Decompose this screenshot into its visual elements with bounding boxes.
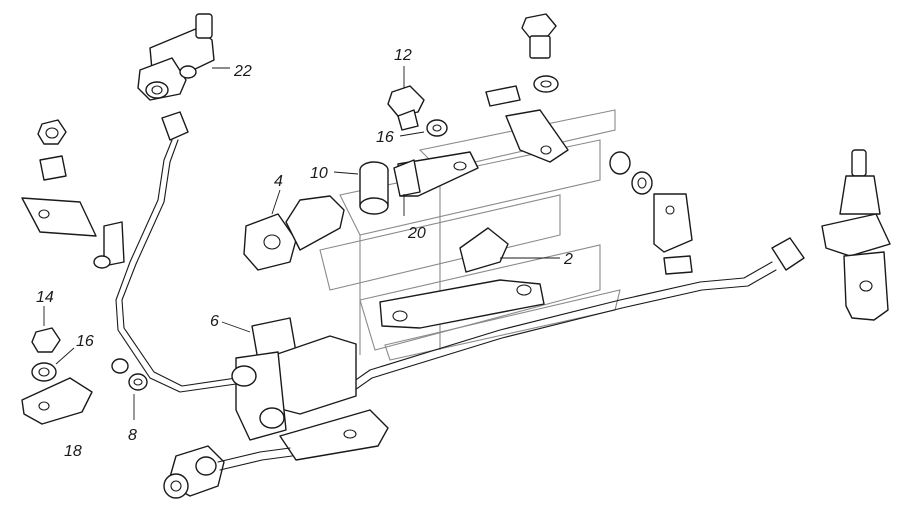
- callout-6: 6: [210, 313, 219, 330]
- part-6-valve-body: [231, 317, 389, 461]
- part-20-clamp: [393, 151, 479, 197]
- callout-18: 18: [64, 443, 82, 460]
- part-4-connector: [243, 195, 345, 271]
- callout-22: 22: [233, 63, 252, 80]
- right-sensor: [821, 149, 891, 321]
- callout-4: 4: [274, 173, 283, 190]
- pipe-left: [115, 111, 237, 393]
- right-clamp-group: [609, 151, 693, 275]
- bottom-elbow-connector: [163, 445, 293, 499]
- callout-10: 10: [310, 165, 328, 182]
- top-right-bolts: [485, 13, 569, 163]
- callout-12: 12: [394, 47, 412, 64]
- callout-2: 2: [563, 251, 573, 268]
- callout-8: 8: [128, 427, 137, 444]
- part-8-washers: [111, 358, 148, 391]
- part-16-washer-lower: [31, 362, 57, 382]
- part-2-bracket: [379, 227, 545, 329]
- callout-16-lower: 16: [76, 333, 94, 350]
- callout-labels: 22 12 16 10 4 20 2 6 14 16 8 18: [36, 47, 573, 460]
- callout-14: 14: [36, 289, 54, 306]
- pipe-right: [349, 237, 805, 393]
- left-upper-cluster: [21, 119, 125, 269]
- part-12-bolt: [387, 85, 425, 131]
- part-22-valve: [137, 13, 215, 101]
- part-10-sleeve: [359, 161, 389, 215]
- callout-20: 20: [407, 225, 426, 242]
- leader-lines: [43, 66, 560, 420]
- watermark-logo: [319, 109, 621, 361]
- callout-16-upper: 16: [376, 129, 394, 146]
- part-18-clip: [21, 377, 93, 425]
- part-14-nut: [31, 327, 61, 353]
- part-16-washer: [426, 119, 448, 137]
